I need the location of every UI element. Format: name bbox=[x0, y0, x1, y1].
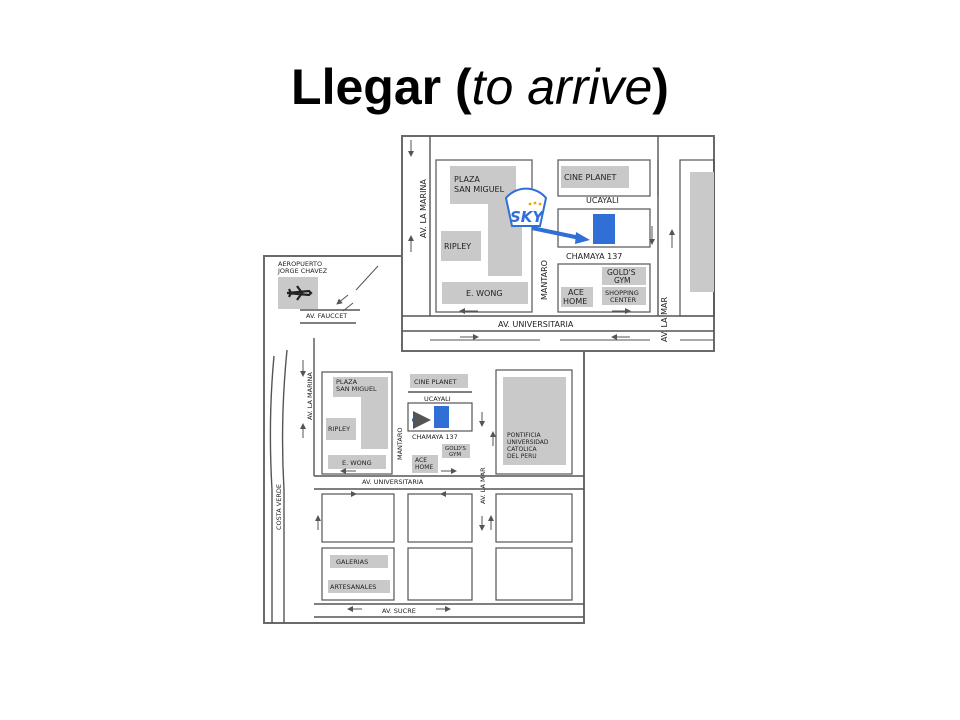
detail-map: AV. LA MARINA PLAZA SAN MIGUEL RIPLEY E.… bbox=[401, 135, 715, 352]
chamaya-label: CHAMAYA 137 bbox=[412, 433, 458, 441]
artesanales-label: ARTESANALES bbox=[330, 583, 376, 591]
golds-label-2: GYM bbox=[449, 452, 461, 458]
la-mar-label: AV. LA MAR bbox=[479, 467, 487, 504]
block-galerias bbox=[321, 547, 395, 601]
golds-label-1: GOLD'S bbox=[445, 446, 466, 452]
plaza-label-1: PLAZA bbox=[336, 378, 358, 386]
galerias-label: GALERIAS bbox=[336, 558, 368, 566]
cine-planet-block bbox=[410, 374, 468, 388]
costa-verde-road-2 bbox=[281, 349, 288, 623]
airplane-icon bbox=[286, 285, 313, 301]
block-plaza bbox=[321, 371, 393, 475]
page-title: Llegar (to arrive) bbox=[0, 58, 960, 116]
detail-ace-block bbox=[561, 287, 593, 307]
block-lower-2 bbox=[407, 493, 473, 543]
airport-road-line bbox=[355, 265, 379, 291]
detail-plaza-label-1: PLAZA bbox=[454, 175, 480, 184]
detail-shopping-label-2: CENTER bbox=[610, 296, 637, 304]
svg-text:SKY: SKY bbox=[510, 208, 545, 226]
pucp-label-2: UNIVERSIDAD bbox=[507, 439, 549, 446]
title-paren-close: ) bbox=[652, 59, 669, 115]
detail-ewong-label: E. WONG bbox=[466, 289, 503, 298]
detail-golds-label-1: GOLD'S bbox=[607, 268, 636, 277]
faucet-label: AV. FAUCCET bbox=[306, 312, 347, 320]
block-lower-1 bbox=[321, 493, 395, 543]
detail-block-hotel bbox=[557, 208, 651, 248]
block-lower-3 bbox=[495, 493, 573, 543]
detail-block-plaza bbox=[435, 159, 533, 313]
detail-ace-label-1: ACE bbox=[568, 288, 584, 297]
pucp-label-3: CATOLICA bbox=[507, 446, 538, 453]
ace-label-2: HOME bbox=[415, 464, 433, 471]
detail-cine-block bbox=[561, 166, 629, 188]
golds-gym-block bbox=[442, 444, 470, 458]
detail-block-lower bbox=[557, 263, 651, 313]
pucp-label-1: PONTIFICIA bbox=[507, 432, 541, 439]
hotel-block bbox=[407, 402, 473, 432]
detail-shopping-block bbox=[602, 287, 646, 305]
sucre-label: AV. SUCRE bbox=[382, 607, 416, 615]
detail-golds-label-2: GYM bbox=[614, 276, 631, 285]
airport-arrow bbox=[336, 294, 349, 305]
detail-golds-block bbox=[602, 267, 646, 285]
ripley-label: RIPLEY bbox=[328, 425, 350, 433]
ucayali-label: UCAYALI bbox=[424, 395, 451, 403]
la-marina-label: AV. LA MARINA bbox=[306, 372, 314, 420]
mantaro-label: MANTARO bbox=[396, 428, 404, 460]
hotel-destination bbox=[434, 406, 449, 428]
plaza-block bbox=[333, 377, 388, 397]
block-lower-6 bbox=[495, 547, 573, 601]
detail-la-mar-label: AV. LA MAR bbox=[660, 296, 669, 342]
detail-universitaria-label: AV. UNIVERSITARIA bbox=[498, 320, 574, 329]
cine-planet-label: CINE PLANET bbox=[414, 378, 457, 386]
pucp-label-4: DEL PERU bbox=[507, 453, 537, 460]
pucp-frame bbox=[495, 369, 573, 475]
title-translation: to arrive bbox=[471, 59, 653, 115]
detail-shopping-label-1: SHOPPING bbox=[605, 289, 639, 297]
detail-la-marina-label: AV. LA MARINA bbox=[419, 179, 428, 238]
detail-block-cine bbox=[557, 159, 651, 197]
plaza-block-tail bbox=[361, 397, 388, 449]
airport-label-1: AEROPUERTO bbox=[278, 260, 322, 268]
detail-mantaro-label: MANTARO bbox=[540, 260, 549, 300]
detail-ewong-block bbox=[442, 282, 528, 304]
costa-verde-road bbox=[269, 355, 275, 623]
ewong-label: E. WONG bbox=[342, 459, 372, 467]
detail-pucp-block bbox=[690, 172, 714, 292]
detail-chamaya-label: CHAMAYA 137 bbox=[566, 252, 622, 261]
detail-hotel-arrow bbox=[531, 226, 581, 240]
costa-verde-label: COSTA VERDE bbox=[275, 484, 283, 530]
detail-ripley-label: RIPLEY bbox=[444, 242, 471, 251]
ace-home-block bbox=[412, 455, 438, 473]
ace-label-1: ACE bbox=[415, 457, 427, 464]
ewong-block bbox=[328, 455, 386, 469]
block-lower-5 bbox=[407, 547, 473, 601]
airport-label-2: JORGE CHAVEZ bbox=[277, 267, 328, 275]
universitaria-label: AV. UNIVERSITARIA bbox=[362, 478, 424, 486]
sky-hotel-logo-icon: SKY bbox=[504, 187, 548, 227]
detail-cine-label: CINE PLANET bbox=[564, 173, 617, 182]
plaza-label-2: SAN MIGUEL bbox=[336, 385, 377, 393]
artesanales-block bbox=[328, 580, 390, 593]
detail-ripley-block bbox=[441, 231, 481, 261]
detail-ucayali-label: UCAYALI bbox=[586, 196, 619, 205]
title-word: Llegar bbox=[291, 59, 442, 115]
detail-ace-label-2: HOME bbox=[563, 297, 587, 306]
galerias-block bbox=[330, 555, 388, 568]
title-paren-open: ( bbox=[441, 59, 472, 115]
pucp-block bbox=[503, 377, 566, 465]
ripley-block bbox=[326, 418, 356, 440]
detail-plaza-label-2: SAN MIGUEL bbox=[454, 185, 505, 194]
detail-hotel-arrowhead bbox=[575, 232, 590, 244]
overview-map: AEROPUERTO JORGE CHAVEZ AV. FAUCCET COST… bbox=[263, 255, 585, 624]
detail-hotel-destination bbox=[593, 214, 615, 244]
